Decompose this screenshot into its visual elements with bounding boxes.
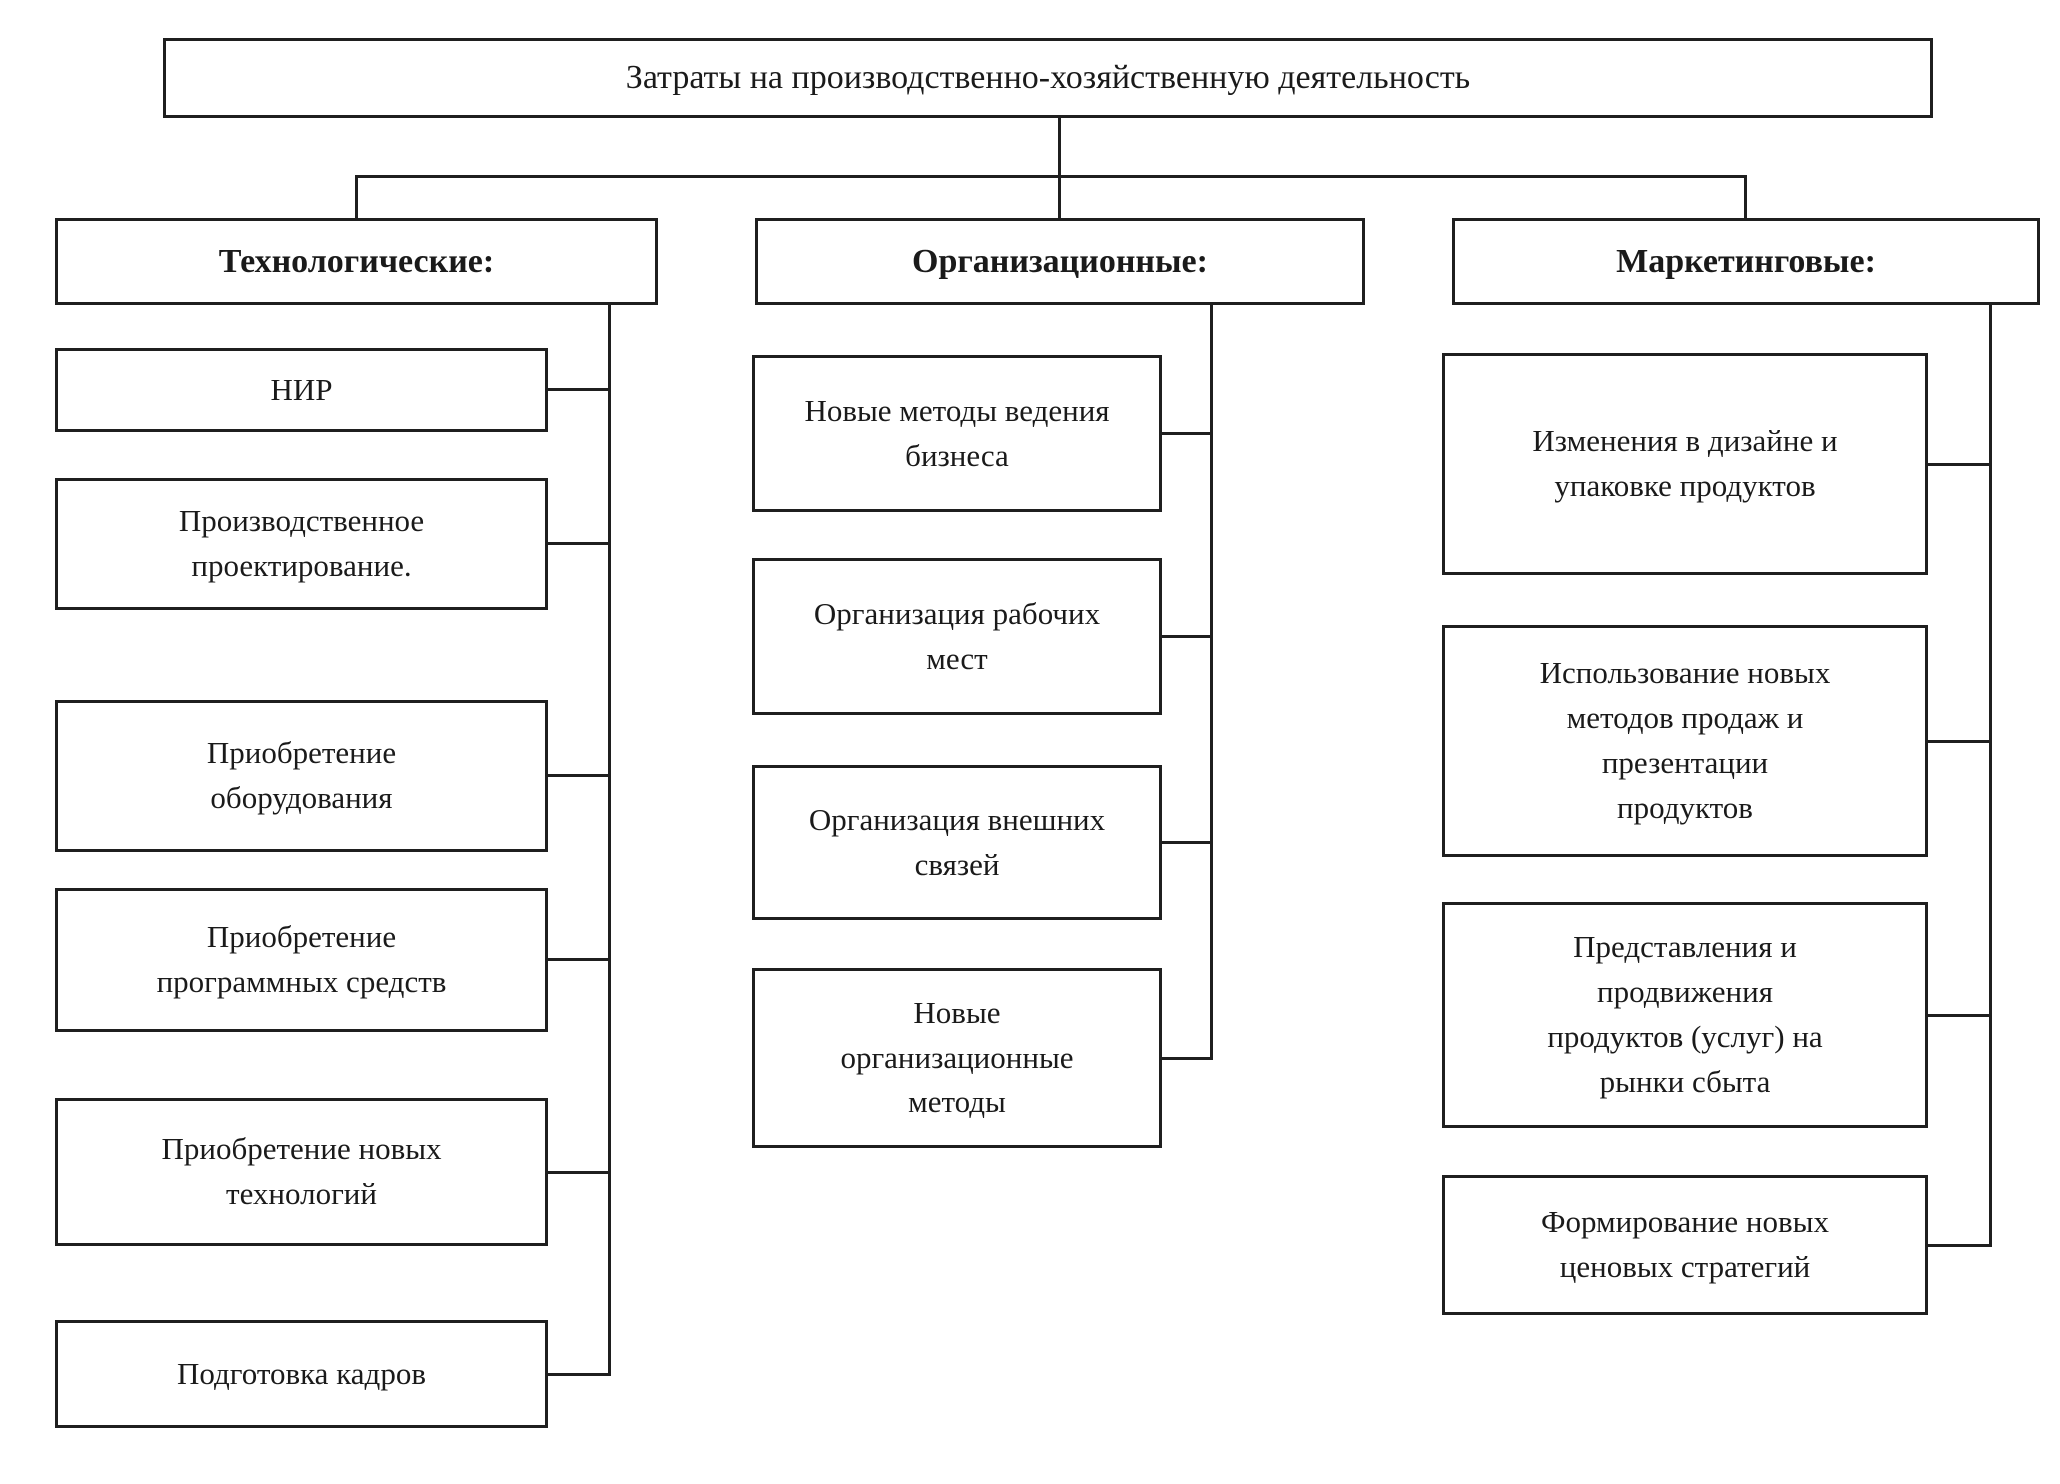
header-label-marketing: Маркетинговые: (1616, 242, 1876, 280)
root-box: Затраты на производственно-хозяйственную… (163, 38, 1933, 118)
connector-stub (1158, 432, 1213, 435)
item-label: Формирование новых ценовых стратегий (1541, 1204, 1829, 1284)
connector-drop-left (355, 175, 358, 221)
connector-stub (1158, 1057, 1213, 1060)
item-box-pricing-strategies: Формирование новых ценовых стратегий (1442, 1175, 1928, 1315)
connector-stub (1924, 1014, 1992, 1017)
connector-title-drop (1058, 118, 1061, 178)
item-label: Представления и продвижения продуктов (у… (1547, 929, 1823, 1099)
item-label: Новые методы ведения бизнеса (804, 392, 1110, 473)
header-box-marketing: Маркетинговые: (1452, 218, 2040, 305)
item-label: НИР (270, 371, 333, 407)
item-box-personnel-training: Подготовка кадров (55, 1320, 548, 1428)
item-box-equipment-purchase: Приобретение оборудования (55, 700, 548, 852)
connector-spine-right (1989, 303, 1992, 1247)
connector-stub (1924, 740, 1992, 743)
item-label: Организация рабочих мест (813, 595, 1101, 676)
header-label-organizational: Организационные: (912, 242, 1208, 280)
item-box-new-business-methods: Новые методы ведения бизнеса (752, 355, 1162, 512)
item-box-new-sales-methods: Использование новых методов продаж и пре… (1442, 625, 1928, 857)
header-box-technological: Технологические: (55, 218, 658, 305)
connector-stub (544, 958, 611, 961)
item-label: Приобретение программных средств (156, 919, 447, 999)
connector-stub (544, 542, 611, 545)
connector-stub (544, 1171, 611, 1174)
connector-stub (544, 1373, 611, 1376)
item-label: Приобретение оборудования (206, 735, 397, 815)
item-label: Изменения в дизайне и упаковке продуктов (1532, 423, 1838, 503)
item-label: Производственное проектирование. (178, 503, 425, 583)
item-box-new-tech-purchase: Приобретение новых технологий (55, 1098, 548, 1246)
item-box-software-purchase: Приобретение программных средств (55, 888, 548, 1032)
connector-spine-middle (1210, 303, 1213, 1060)
connector-stub (544, 774, 611, 777)
item-box-nir: НИР (55, 348, 548, 432)
root-box-label: Затраты на производственно-хозяйственную… (625, 59, 1471, 97)
item-label: Использование новых методов продаж и пре… (1539, 655, 1831, 825)
item-box-workplace-organization: Организация рабочих мест (752, 558, 1162, 715)
connector-drop-right (1744, 175, 1747, 221)
connector-stub (1924, 1244, 1992, 1247)
connector-stub (1158, 841, 1213, 844)
connector-stub (1924, 463, 1992, 466)
item-label: Подготовка кадров (177, 1355, 426, 1391)
connector-spine-left (608, 303, 611, 1376)
header-label-technological: Технологические: (218, 242, 495, 280)
connector-main-horizontal (355, 175, 1747, 178)
connector-stub (544, 388, 611, 391)
item-label: Организация внешних связей (808, 801, 1106, 882)
item-box-external-relations: Организация внешних связей (752, 765, 1162, 920)
header-box-organizational: Организационные: (755, 218, 1365, 305)
connector-stub (1158, 635, 1213, 638)
connector-drop-center (1058, 175, 1061, 221)
item-box-production-design: Производственное проектирование. (55, 478, 548, 610)
item-box-new-org-methods: Новые организационные методы (752, 968, 1162, 1148)
item-label: Новые организационные методы (840, 994, 1074, 1120)
item-box-design-packaging-changes: Изменения в дизайне и упаковке продуктов (1442, 353, 1928, 575)
item-label: Приобретение новых технологий (161, 1131, 442, 1211)
item-box-product-promotion: Представления и продвижения продуктов (у… (1442, 902, 1928, 1128)
